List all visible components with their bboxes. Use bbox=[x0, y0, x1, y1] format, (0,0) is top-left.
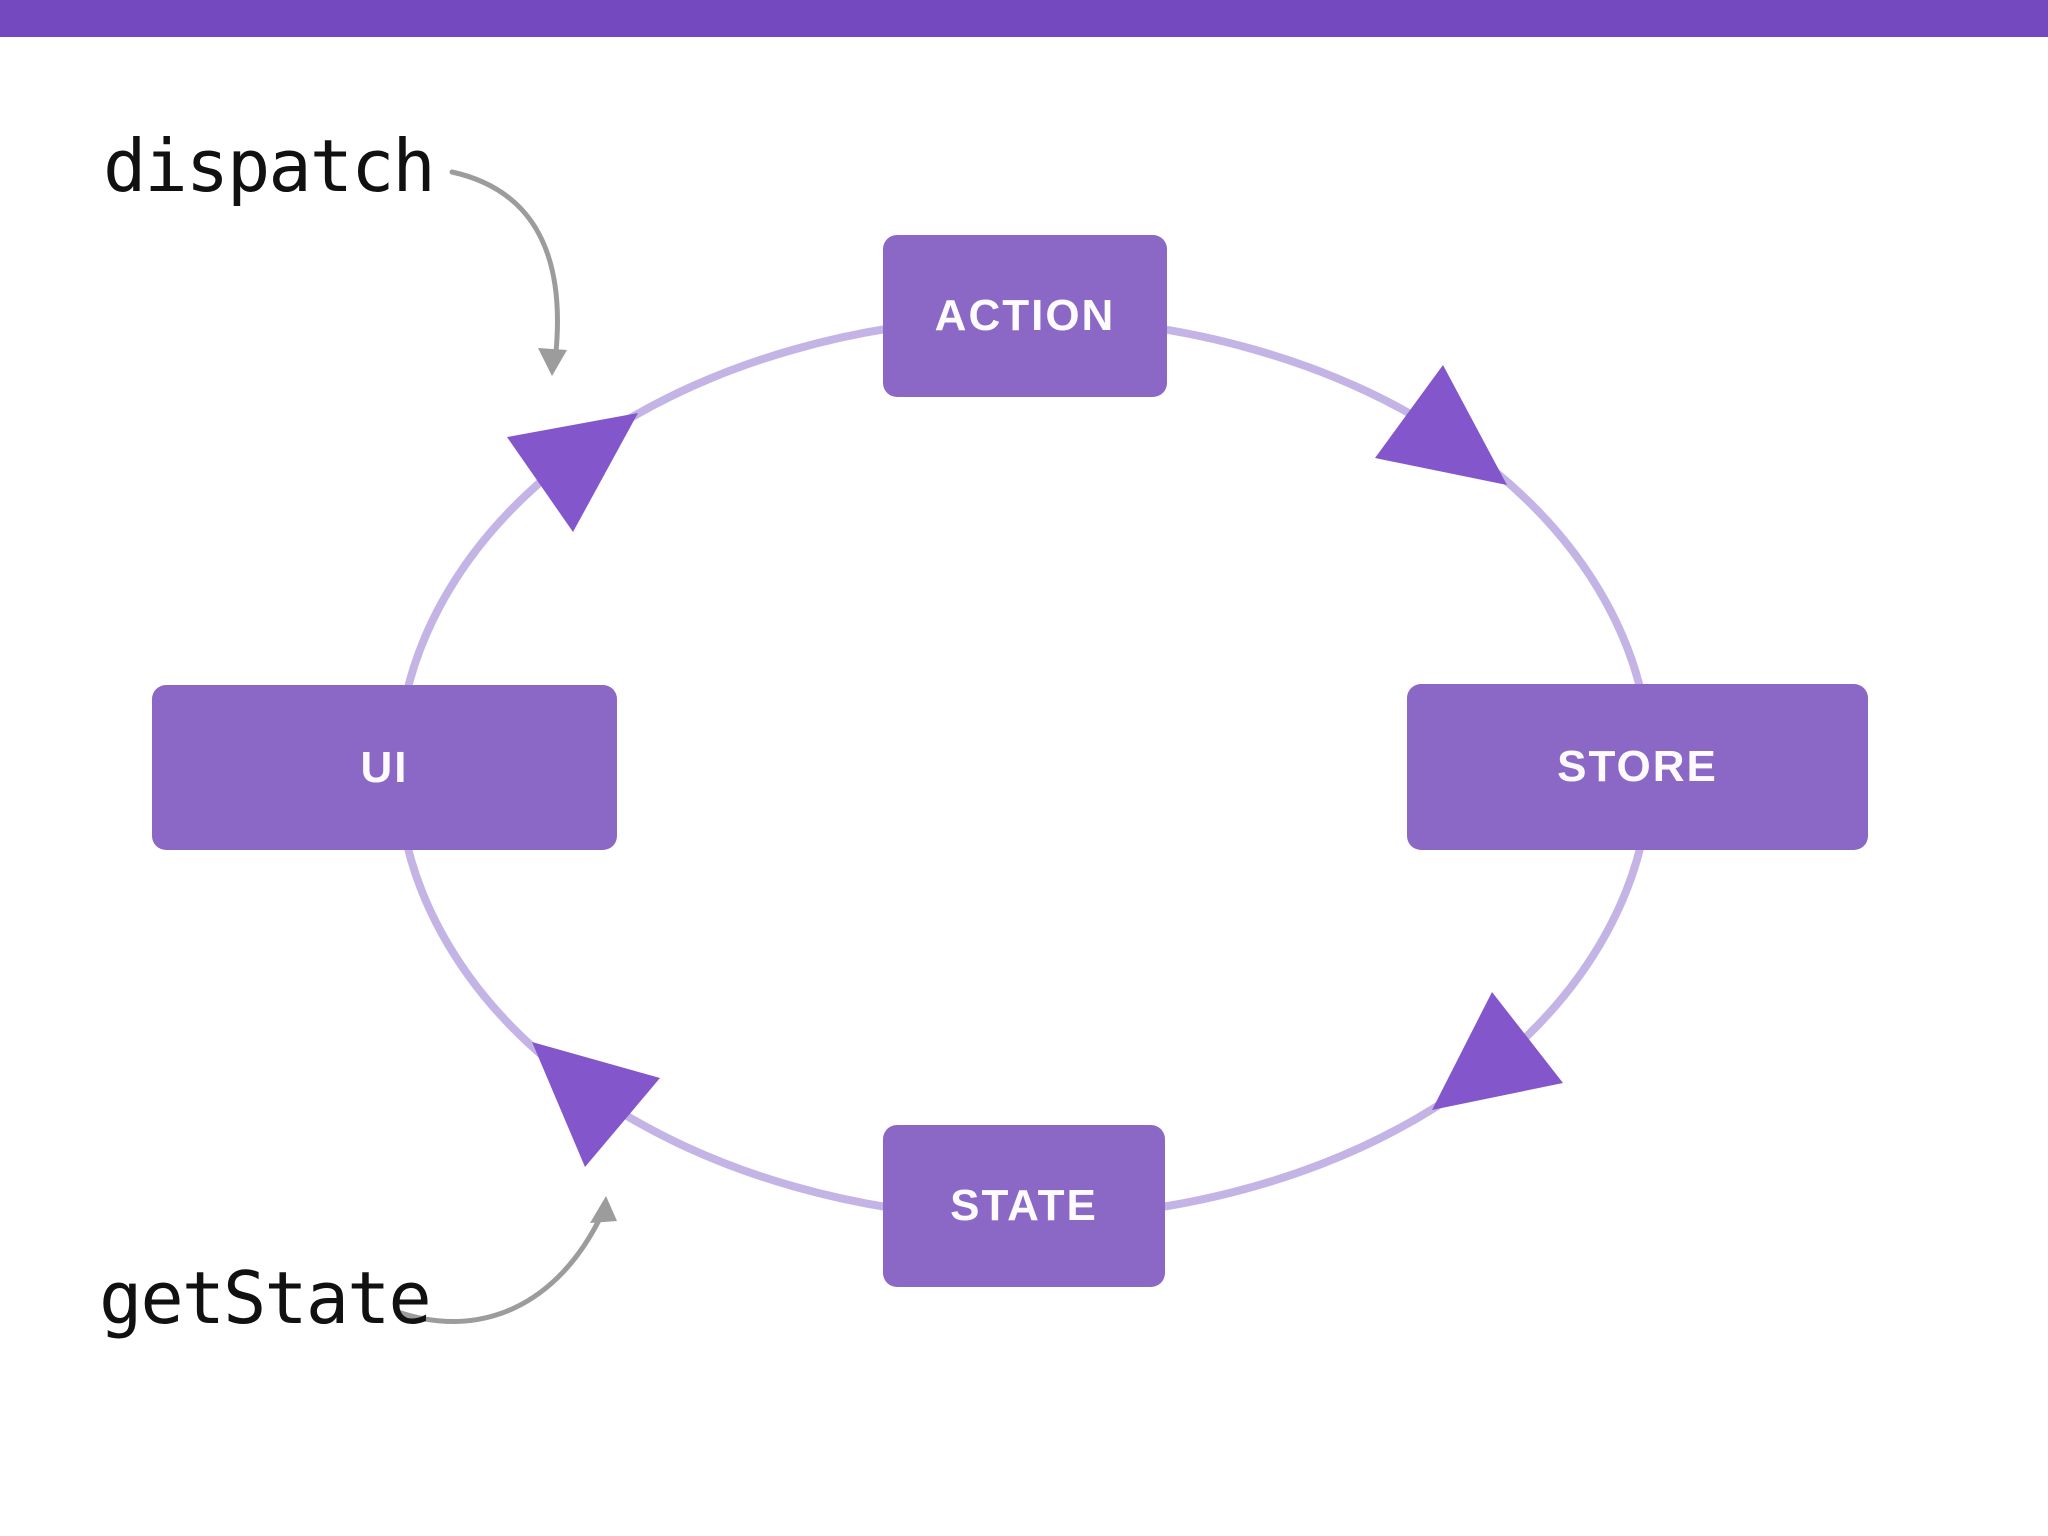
node-store-label: STORE bbox=[1557, 742, 1718, 791]
node-state-label: STATE bbox=[950, 1181, 1098, 1230]
dispatch-arrow-icon bbox=[449, 169, 567, 376]
top-accent-bar bbox=[0, 0, 2048, 37]
flow-arrowhead-state-to-ui-icon bbox=[532, 1042, 660, 1167]
flow-arrowhead-action-to-store-icon bbox=[1375, 365, 1507, 485]
flow-arrowhead-ui-to-action-icon bbox=[507, 413, 638, 532]
node-state: STATE bbox=[883, 1125, 1165, 1287]
node-store: STORE bbox=[1407, 684, 1868, 850]
dispatch-label: dispatch bbox=[103, 124, 436, 208]
node-action-label: ACTION bbox=[934, 291, 1116, 340]
getstate-arrow-icon bbox=[395, 1196, 617, 1325]
node-action: ACTION bbox=[883, 235, 1167, 397]
node-ui-label: UI bbox=[360, 742, 409, 792]
getstate-label: getState bbox=[99, 1256, 432, 1340]
node-ui: UI bbox=[152, 685, 617, 850]
flow-arrowhead-store-to-state-icon bbox=[1432, 992, 1563, 1110]
